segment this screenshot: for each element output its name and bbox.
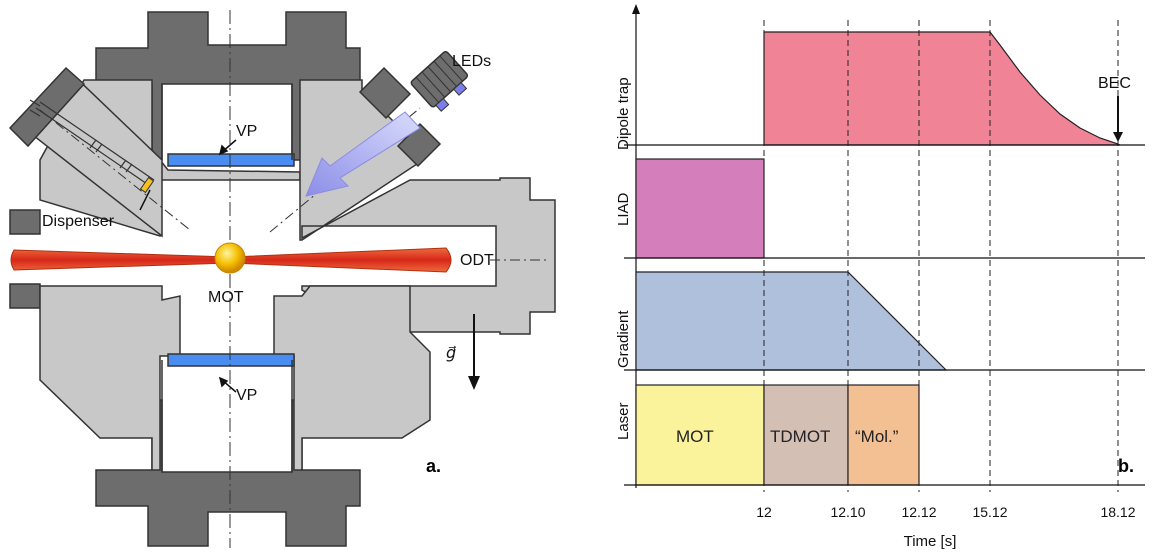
dipole-trap-signal — [763, 31, 1121, 146]
body-lower-right — [273, 285, 431, 471]
dispenser-axis-line — [39, 109, 191, 231]
mot-cloud — [214, 242, 246, 274]
dispenser-assembly — [29, 99, 155, 187]
dispenser-element — [139, 176, 155, 194]
tick-label-12-10: 12.10 — [830, 504, 865, 520]
liad-signal — [635, 158, 765, 259]
tick-label-18-12: 18.12 — [1100, 504, 1135, 520]
gravity-arrow — [468, 314, 480, 390]
led-port-flange — [358, 66, 412, 120]
label-gravity: g⃗ — [446, 345, 456, 362]
laser-tdmot-label: TDMOT — [770, 427, 830, 446]
row-label-gradient: Gradient — [615, 310, 632, 368]
row-label-dipole-trap: Dipole trap — [615, 77, 632, 150]
time-markers — [763, 20, 1119, 492]
body-lower-left — [39, 285, 181, 471]
tick-label-12: 12 — [756, 504, 772, 520]
row-label-liad: LIAD — [615, 192, 632, 226]
panel-label-b: b. — [1118, 456, 1134, 476]
label-leds: LEDs — [452, 53, 491, 70]
vp-pointers — [139, 139, 237, 393]
label-dispenser: Dispenser — [42, 213, 115, 230]
laser-mol-label: “Mol.” — [855, 427, 899, 446]
timing-diagram: BEC Dipole trap LIAD Gradient Laser MOT … — [615, 4, 1145, 550]
chamber-schematic: LEDs VP VP Dispenser ODT MOT g⃗ a. — [8, 10, 556, 548]
laser-mot-label: MOT — [676, 427, 714, 446]
label-odt: ODT — [460, 252, 494, 269]
viewport-bottom — [167, 353, 295, 367]
label-mot: MOT — [208, 289, 244, 306]
viewport-top — [167, 153, 295, 167]
bec-label: BEC — [1098, 75, 1131, 92]
left-flange-top — [9, 209, 41, 235]
tick-label-15-12: 15.12 — [972, 504, 1007, 520]
row-label-laser: Laser — [615, 402, 632, 440]
panel-label-a: a. — [426, 456, 441, 476]
gradient-signal — [635, 271, 948, 371]
led-source — [410, 51, 469, 112]
bec-arrow — [1113, 96, 1123, 142]
label-vp-bottom: VP — [236, 387, 257, 404]
led-light-arrow — [305, 111, 421, 197]
x-axis-label: Time [s] — [904, 533, 957, 550]
left-flange-bottom — [9, 283, 41, 309]
label-vp-top: VP — [236, 123, 257, 140]
laser-mot-segment — [635, 384, 765, 486]
tick-label-12-12: 12.12 — [901, 504, 936, 520]
